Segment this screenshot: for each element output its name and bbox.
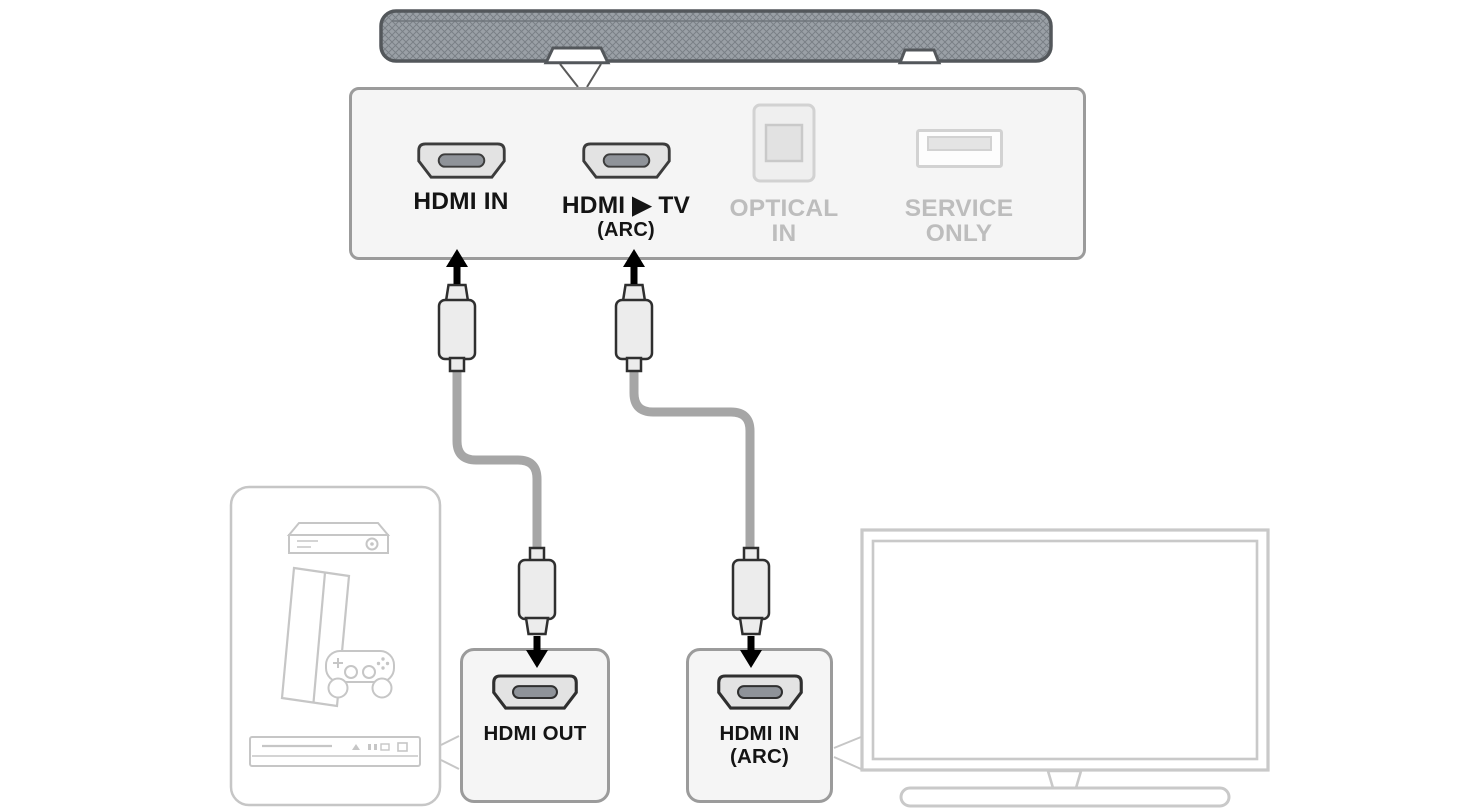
usb-port-icon: [915, 129, 1003, 168]
game-controller-icon: [325, 650, 395, 699]
port-label: HDMI ▶ TV: [561, 192, 691, 219]
port-label: ONLY: [925, 219, 993, 247]
optical-port-icon: [752, 103, 816, 183]
source-devices-box: [229, 485, 442, 807]
tv-leader-lines: [833, 736, 862, 770]
port-sublabel: (ARC): [597, 218, 655, 241]
hdmi-connector-icon: [731, 546, 771, 636]
set-top-box-icon: [286, 522, 391, 554]
port-hdmi-in: HDMI IN: [386, 142, 536, 214]
hdmi-port-icon: [491, 674, 579, 711]
port-label: OPTICAL: [729, 195, 839, 222]
hdmi-port-icon: [579, 142, 674, 180]
port-label: IN: [771, 219, 797, 247]
device-leader-lines: [440, 735, 460, 770]
hdmi-in-arc-panel: HDMI IN (ARC): [686, 648, 833, 803]
port-sublabel: (ARC): [729, 744, 790, 768]
hdmi-out-panel: HDMI OUT: [460, 648, 610, 803]
hdmi-connector-icon: [437, 283, 477, 373]
port-label: HDMI IN: [719, 722, 800, 745]
port-service-only: SERVICE ONLY: [884, 129, 1034, 246]
tv-icon: [860, 528, 1270, 808]
disc-player-icon: [249, 736, 421, 767]
port-optical-in: OPTICAL IN: [709, 103, 859, 246]
hdmi-port-icon: [716, 674, 804, 711]
hdmi-cable: [629, 368, 755, 550]
soundbar-icon: [379, 9, 1053, 65]
hdmi-connector-icon: [517, 546, 557, 636]
hdmi-connector-icon: [614, 283, 654, 373]
port-label: HDMI OUT: [483, 722, 587, 745]
port-label: SERVICE: [904, 195, 1014, 222]
port-hdmi-tv-arc: HDMI ▶ TV (ARC): [541, 142, 711, 240]
port-label: HDMI IN: [413, 188, 509, 215]
hdmi-cable: [452, 368, 542, 550]
soundbar-rear-panel: HDMI IN HDMI ▶ TV (ARC) OPTICAL IN: [349, 87, 1086, 260]
hdmi-port-icon: [414, 142, 509, 180]
soundbar-leader-lines: [559, 63, 602, 88]
